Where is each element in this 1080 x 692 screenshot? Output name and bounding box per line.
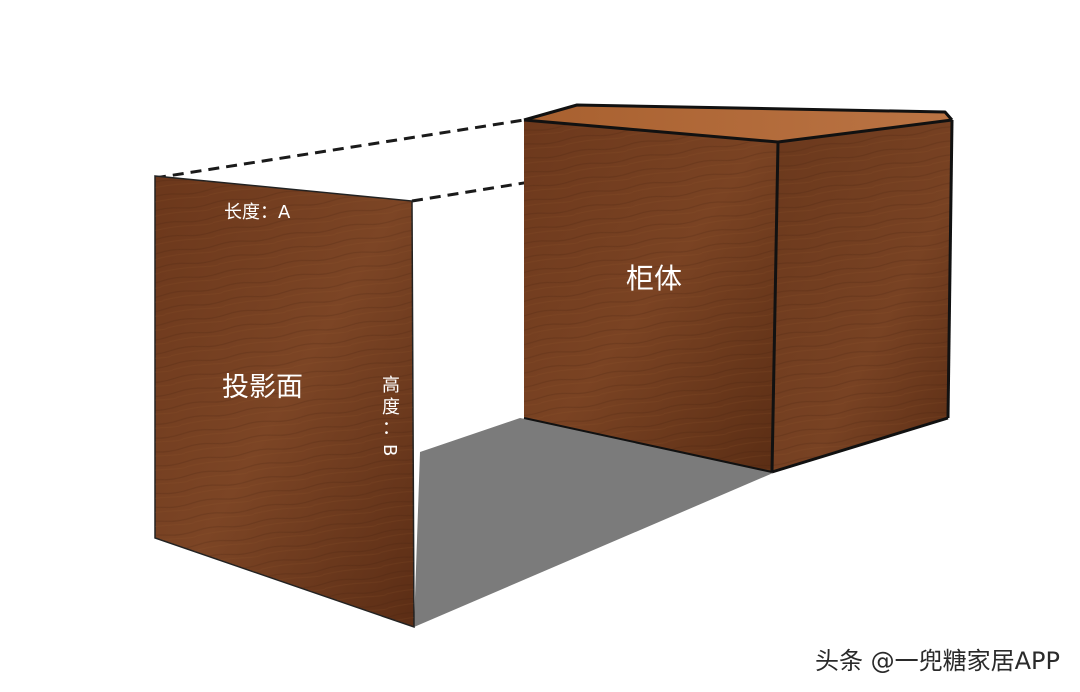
height-label-char-2: 度	[382, 397, 400, 418]
ground-shadow	[414, 418, 780, 627]
projection-plane	[154, 175, 415, 629]
projection-face-label: 投影面	[222, 372, 303, 403]
height-label-char-4: B	[379, 444, 400, 456]
height-label-char-3: ：	[382, 418, 400, 439]
height-label: 高 度 ： B	[379, 375, 400, 456]
length-label: 长度：A	[224, 202, 291, 223]
cabinet-label: 柜体	[626, 262, 682, 295]
cabinet-box	[523, 103, 954, 474]
watermark: 头条 @一兜糖家居APP	[815, 647, 1060, 675]
height-label-char-1: 高	[382, 375, 400, 396]
projection-line-top	[154, 118, 525, 180]
